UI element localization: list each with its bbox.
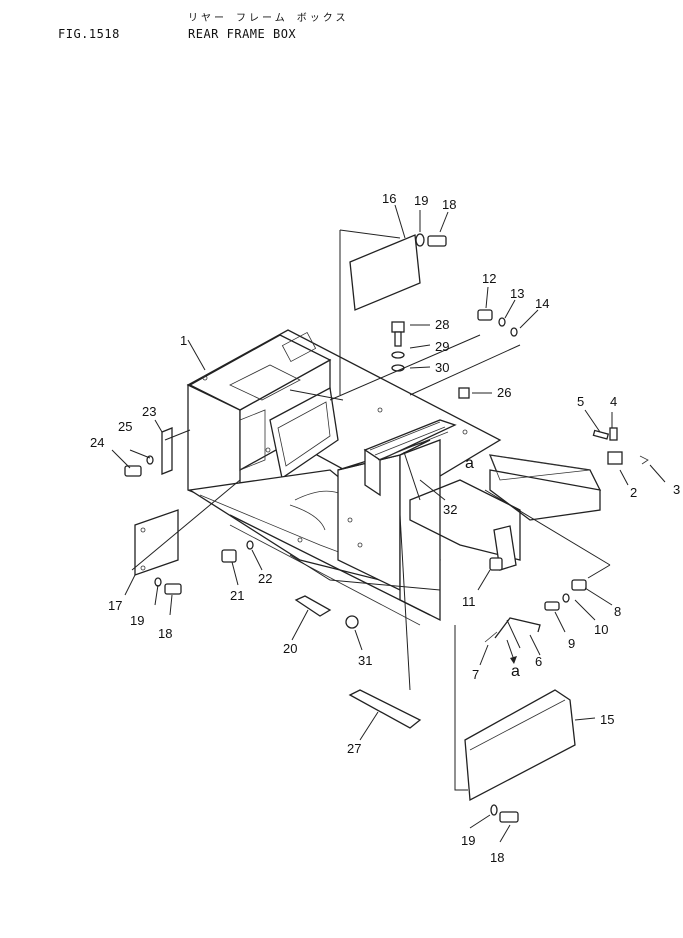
callout-19-lower-left: 19 bbox=[130, 613, 144, 628]
callout-28: 28 bbox=[435, 317, 449, 332]
callout-6: 6 bbox=[535, 654, 542, 669]
callout-8: 8 bbox=[614, 604, 621, 619]
callout-3: 3 bbox=[673, 482, 680, 497]
callout-19: 19 bbox=[414, 193, 428, 208]
grille-cover bbox=[363, 419, 457, 497]
callout-26: 26 bbox=[497, 385, 511, 400]
callout-31: 31 bbox=[358, 653, 372, 668]
fasteners bbox=[124, 233, 649, 823]
title-japanese: リヤー フレーム ボックス bbox=[188, 13, 349, 24]
callout-13: 13 bbox=[510, 286, 524, 301]
callout-29: 29 bbox=[435, 339, 449, 354]
callout-24: 24 bbox=[90, 435, 104, 450]
callout-18-bottom: 18 bbox=[490, 850, 504, 865]
callout-16: 16 bbox=[382, 191, 396, 206]
callout-32: 32 bbox=[443, 502, 457, 517]
callout-15: 15 bbox=[600, 712, 614, 727]
callout-17: 17 bbox=[108, 598, 122, 613]
callout-22: 22 bbox=[258, 571, 272, 586]
callout-7: 7 bbox=[472, 667, 479, 682]
bottom-cover-plate-15 bbox=[464, 689, 576, 802]
callout-19-bottom: 19 bbox=[461, 833, 475, 848]
callout-20: 20 bbox=[283, 641, 297, 656]
callout-a-upper: a bbox=[465, 455, 474, 472]
callout-30: 30 bbox=[435, 360, 449, 375]
callout-a-lower: a bbox=[511, 663, 520, 680]
callout-5: 5 bbox=[577, 394, 584, 409]
arrow-head bbox=[510, 656, 517, 664]
callout-11: 11 bbox=[462, 594, 476, 609]
callout-labels: 1 2 3 4 5 6 7 8 9 10 11 12 13 14 15 16 1… bbox=[90, 191, 680, 865]
callout-10: 10 bbox=[594, 622, 608, 637]
door-assembly bbox=[409, 454, 602, 571]
figure-id: FIG.1518 bbox=[58, 27, 120, 41]
callout-23: 23 bbox=[142, 404, 156, 419]
callout-9: 9 bbox=[568, 636, 575, 651]
callout-2: 2 bbox=[630, 485, 637, 500]
callout-4: 4 bbox=[610, 394, 617, 409]
strip-plate-27 bbox=[348, 689, 422, 729]
leader-lines bbox=[111, 204, 666, 843]
rear-frame-box bbox=[186, 329, 502, 626]
top-cover-plate-16 bbox=[349, 234, 421, 311]
callout-25: 25 bbox=[118, 419, 132, 434]
callout-14: 14 bbox=[535, 296, 549, 311]
title-english: REAR FRAME BOX bbox=[188, 27, 297, 41]
callout-1: 1 bbox=[180, 333, 187, 348]
callout-21: 21 bbox=[230, 588, 244, 603]
callout-27: 27 bbox=[347, 741, 361, 756]
side-cover-plate-17 bbox=[134, 509, 179, 576]
reference-arrow bbox=[506, 639, 515, 661]
side-plate-23 bbox=[161, 427, 173, 475]
callout-18: 18 bbox=[442, 197, 456, 212]
callout-12: 12 bbox=[482, 271, 496, 286]
callout-18-lower-left: 18 bbox=[158, 626, 172, 641]
strip-plate-20 bbox=[294, 595, 332, 617]
